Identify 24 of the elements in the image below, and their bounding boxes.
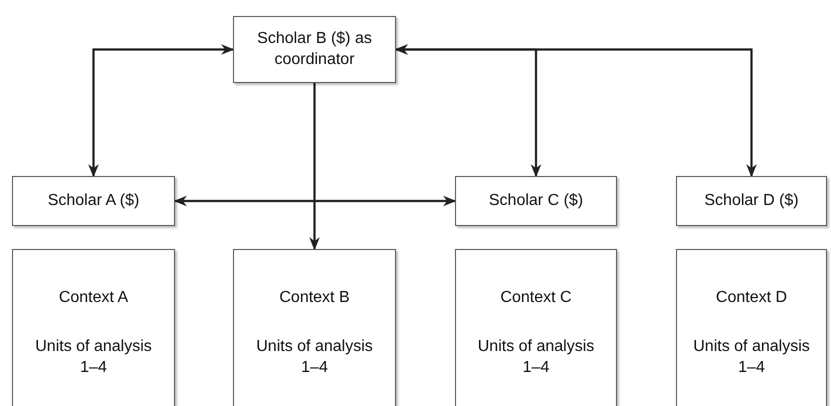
node-text: Units of analysis 1–4 bbox=[692, 336, 811, 378]
context-box bbox=[12, 249, 175, 406]
arrow bbox=[88, 44, 234, 178]
context-box bbox=[676, 249, 827, 406]
scholar-box bbox=[455, 176, 617, 226]
node-title: Context A bbox=[58, 288, 128, 308]
scholar-box bbox=[233, 16, 396, 83]
scholar-box bbox=[676, 176, 827, 226]
node-title: Context D bbox=[716, 288, 788, 308]
scholar-box bbox=[12, 176, 175, 226]
node-title: Scholar C ($) bbox=[488, 190, 584, 211]
node-title: Context C bbox=[500, 288, 572, 308]
arrow bbox=[309, 83, 320, 250]
node-title: Context B bbox=[279, 288, 350, 308]
arrow bbox=[394, 44, 757, 178]
node-text: Units of analysis 1–4 bbox=[34, 336, 153, 378]
node-title: Scholar A ($) bbox=[48, 190, 140, 211]
context-box bbox=[233, 249, 396, 406]
node-text: Units of analysis 1–4 bbox=[476, 336, 596, 378]
node-text: Units of analysis 1–4 bbox=[255, 336, 374, 378]
node-title: Scholar B ($) as coordinator bbox=[256, 28, 373, 70]
arrow bbox=[174, 196, 456, 206]
context-box bbox=[455, 249, 617, 406]
node-title: Scholar D ($) bbox=[704, 190, 799, 211]
